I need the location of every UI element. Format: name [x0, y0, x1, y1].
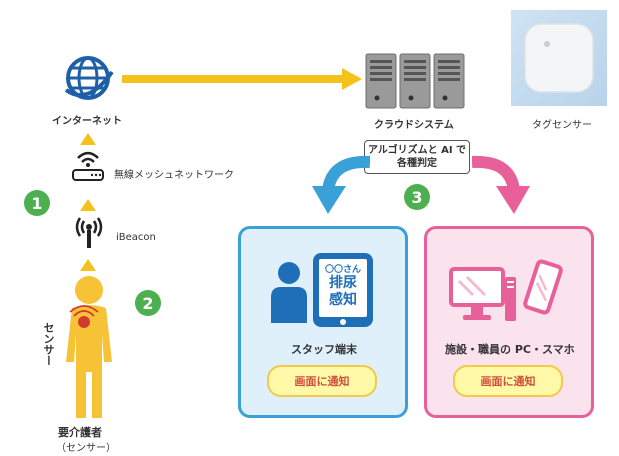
algorithm-box: アルゴリズムと AI で 各種判定 [364, 140, 470, 174]
tablet-home-dot [340, 319, 346, 325]
step-2-badge: 2 [135, 290, 161, 316]
tablet-screen: 〇〇さん 排尿 感知 [319, 259, 367, 317]
staff-terminal-panel: 〇〇さん 排尿 感知 スタッフ端末 画面に通知 [238, 226, 408, 418]
ibeacon-icon [74, 214, 104, 250]
pc-monitor-icon [449, 267, 517, 323]
tablet-device: 〇〇さん 排尿 感知 [313, 253, 373, 327]
staff-person-icon [271, 261, 307, 323]
tag-sensor-image [511, 10, 607, 106]
internet-label: インターネット [52, 116, 122, 127]
sensor-vertical-label: センサー [42, 322, 55, 366]
cloud-label: クラウドシステム [374, 120, 454, 131]
ibeacon-label: iBeacon [116, 232, 156, 243]
person-label: 要介護者 [58, 426, 102, 439]
tablet-alert-text-1: 排尿 [329, 275, 357, 291]
tablet-alert-text-2: 感知 [329, 292, 357, 308]
step-3-badge: 3 [404, 184, 430, 210]
mesh-network-label: 無線メッシュネットワーク [114, 170, 234, 181]
arrow-internet-to-cloud [122, 68, 362, 90]
algorithm-line1: アルゴリズムと AI で [367, 145, 467, 156]
algorithm-line2: 各種判定 [397, 158, 437, 169]
tablet-patient-text: 〇〇さん [324, 265, 361, 275]
facility-notify-button[interactable]: 画面に通知 [453, 365, 563, 397]
smartphone-icon [523, 259, 563, 315]
arrow-to-staff [306, 154, 371, 216]
facility-device-panel: 施設・職員の PC・スマホ 画面に通知 [424, 226, 594, 418]
step-1-badge: 1 [24, 190, 50, 216]
server-rack-icon [364, 52, 466, 110]
arrow-up-3 [80, 256, 96, 271]
arrow-up-1 [80, 130, 96, 145]
arrow-to-facility [471, 154, 536, 216]
arrow-up-2 [80, 196, 96, 211]
staff-panel-title: スタッフ端末 [291, 343, 357, 356]
person-sublabel: （センサー） [56, 443, 116, 454]
globe-icon [62, 52, 114, 104]
person-figure [58, 272, 120, 420]
staff-notify-button[interactable]: 画面に通知 [267, 365, 377, 397]
facility-panel-title: 施設・職員の PC・スマホ [445, 343, 575, 356]
tag-sensor-label: タグセンサー [532, 120, 592, 131]
router-icon [70, 148, 106, 182]
